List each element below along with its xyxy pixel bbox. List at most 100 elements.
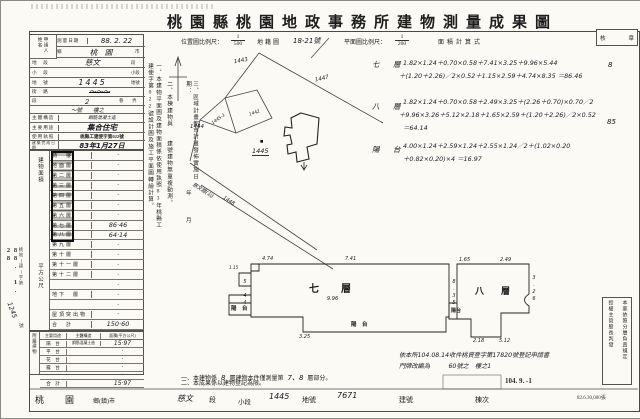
subject-parcel-marker: ■ [260, 139, 264, 145]
area-calc-label: 面積計算式 [438, 40, 484, 46]
location-scale-label: 位置圖比例尺： [181, 40, 224, 46]
parcel-suffix: 地號 [131, 79, 140, 85]
site-subsection-row: 小 段 小段 [30, 68, 145, 78]
plan-note-2: 二、本成果係以建物登記為限。 [181, 381, 266, 387]
floor-value: · [116, 310, 120, 319]
floor-row: 合 計 150·60 [50, 320, 144, 330]
subsection-label: 小 段 [32, 69, 49, 75]
received-stamp-box [442, 374, 502, 390]
annex-area: 15·97 [113, 380, 132, 387]
floor-row: 第十層 · [50, 250, 144, 261]
floor-row: 第七層 86·46 [50, 221, 144, 231]
annex-area: · [121, 348, 124, 355]
plan-7f-balcony-left: 陽 台 [231, 306, 248, 312]
authority-delegation-box: 授權主管股長判發 本案依照分層負責規定 [602, 297, 632, 385]
plan-note-1: 一、本建物係 8 層建物本件僅測量第 7、8 層部分。 [181, 367, 331, 385]
floor-label: 第四層 [50, 191, 92, 199]
floor-row: · [50, 280, 144, 291]
structure-row: 主體構造 鋼筋混凝土造 [30, 114, 145, 123]
floor-row: 第五層 · [50, 201, 144, 211]
lane-row: 段 ２ 巷 弄 [30, 97, 145, 106]
floor-row: 騎 樓 · [50, 151, 144, 161]
main-use-value: 集合住宅 [87, 123, 117, 132]
section-value: 慈文 [85, 58, 100, 67]
plan-7f-dim-top2: 7.41 [345, 256, 357, 262]
approval-seal-right: 章 [628, 35, 634, 42]
plan-8f-title: 八 層 [475, 286, 515, 296]
annex-col-area: 面積(平方公尺) [109, 332, 136, 338]
plan-7f-balcony-bottom: 陽 台 [351, 322, 368, 328]
approval-seal-box: 核 章 [596, 29, 638, 46]
survey-date-label: 測量日期 [56, 37, 88, 44]
calc-balcony-line1: 4.00×1.24＋2.59×1.24＋2.55×1.24／2＋(1.02×0.… [403, 142, 571, 150]
building-entrance-arrow [300, 162, 308, 171]
plan-7f-dim-mid: 9.96 [327, 296, 339, 302]
bottom-parcel-number: 1445 [269, 392, 290, 401]
floor-label: 第二層 [50, 171, 92, 179]
street-row: 街 路 ～～～ [30, 88, 145, 97]
plan-7f-dim-small: 1.15 [229, 265, 239, 270]
parcel-value: 1445 [78, 78, 107, 87]
annex-struct: 鋼筋混凝土造 [67, 341, 101, 346]
floor-row: 第十一層 · [50, 260, 144, 271]
authority-col-left: 授權主管股長判發 [607, 300, 613, 348]
plan-7f-title: 七 層 [309, 284, 357, 295]
annex-use: 花 台 [40, 356, 67, 363]
floor-value: · [116, 280, 120, 289]
building-footprint-outline [283, 112, 320, 163]
calc-8f-label: 八 層 [372, 102, 404, 111]
plan-note-1-part-c: 層建物本件僅測量第 [229, 376, 284, 382]
fraction-numerator: 1 [395, 34, 409, 41]
bottom-section: 慈文 [177, 394, 193, 403]
note-3-year: 年 [186, 191, 192, 197]
floor-row: 屋頂突出物 · [50, 310, 144, 320]
margin-receipt-suffix: 號 [19, 323, 24, 328]
authority-col-right: 本案依照分層負責規定 [621, 300, 627, 360]
completion-date-value: 83年1月27日 [79, 142, 125, 150]
license-label: 使用執照 [30, 133, 59, 140]
plan-7f-dim-right: 8.35 [451, 279, 457, 307]
received-note-line2: 門牌改編為 60號之 樓之1 [399, 363, 492, 370]
floor-label: 第八層 [50, 231, 92, 239]
license-row: 使用執照 桃縣工建使字第022號 [30, 133, 145, 141]
parcel-label-1444: 1444 [190, 124, 204, 130]
calc-balcony-line2: ＋0.82×0.20)×4 ＝16.97 [403, 155, 482, 163]
structure-value: 鋼筋混凝土造 [88, 116, 116, 121]
floor-label: 騎 樓 [50, 151, 92, 159]
margin-number-2: 85 [607, 118, 616, 126]
floor-value: · [116, 171, 120, 180]
floor-rows: 騎 樓 · 地面層 · 第二層 · 第三層 · 第四層 · 第五層 · [50, 151, 144, 330]
floor-value: · [116, 290, 120, 299]
calc-balcony-label: 陽 台 [372, 145, 404, 154]
street-value-struck: ～～～ [89, 88, 110, 96]
note-1-source-license: 一、本建物平面圖及建物面積係依使用執照83年桃縣工建使字第022號設計圖及施工平… [147, 63, 161, 229]
floor-value: · [116, 211, 120, 220]
floor-label: 第十二層 [50, 271, 92, 279]
structure-label: 主體構造 [30, 115, 59, 121]
annex-row: 平 台 · [40, 348, 144, 356]
margin-receipt-date: 88. 1. 28 [5, 247, 19, 295]
fraction-denominator: 200 [397, 41, 407, 47]
plan-8f-dim-b1: 2.18 [473, 338, 485, 344]
floor-label: 第七層 [50, 221, 92, 229]
cadastral-map-label: 地籍圖 [257, 40, 282, 46]
annex-area: · [121, 372, 124, 379]
bottom-section-suffix: 段 [209, 396, 216, 404]
floor-value: · [116, 191, 120, 200]
floor-label: 第十層 [50, 251, 92, 259]
parcel-boundaries [189, 52, 384, 162]
parcel-label: 地 號 [32, 79, 49, 85]
floor-label: 屋頂突出物 [50, 310, 92, 318]
township-value: 桃 園 [89, 47, 113, 57]
floor-plan-8-outline [448, 263, 530, 338]
note-3-plan-date: 三、區域計畫都市計畫發佈實施日期： [185, 81, 198, 180]
annex-rows: 陽 台 鋼筋混凝土造 15·97 平 台 · 花 台 · 露 台 · [40, 340, 144, 388]
annex-row: 花 台 · [40, 356, 144, 364]
subsection-suffix: 小段 [131, 69, 140, 75]
plan-note-1-part-a: 一、本建物係 [181, 376, 218, 382]
applicant-name-label: 申請人姓名 [38, 36, 49, 54]
plan-note-1-hand-total-floor: 8 [221, 374, 226, 382]
calc-8f-line2: ＋9.96×3.26＋5.12×2.18＋1.65×2.59＋(1.20＋2.2… [399, 111, 596, 119]
calc-8f-line1: 1.82×1.24＋0.70×0.58＋2.49×3.25＋(2.26＋0.70… [403, 98, 594, 106]
